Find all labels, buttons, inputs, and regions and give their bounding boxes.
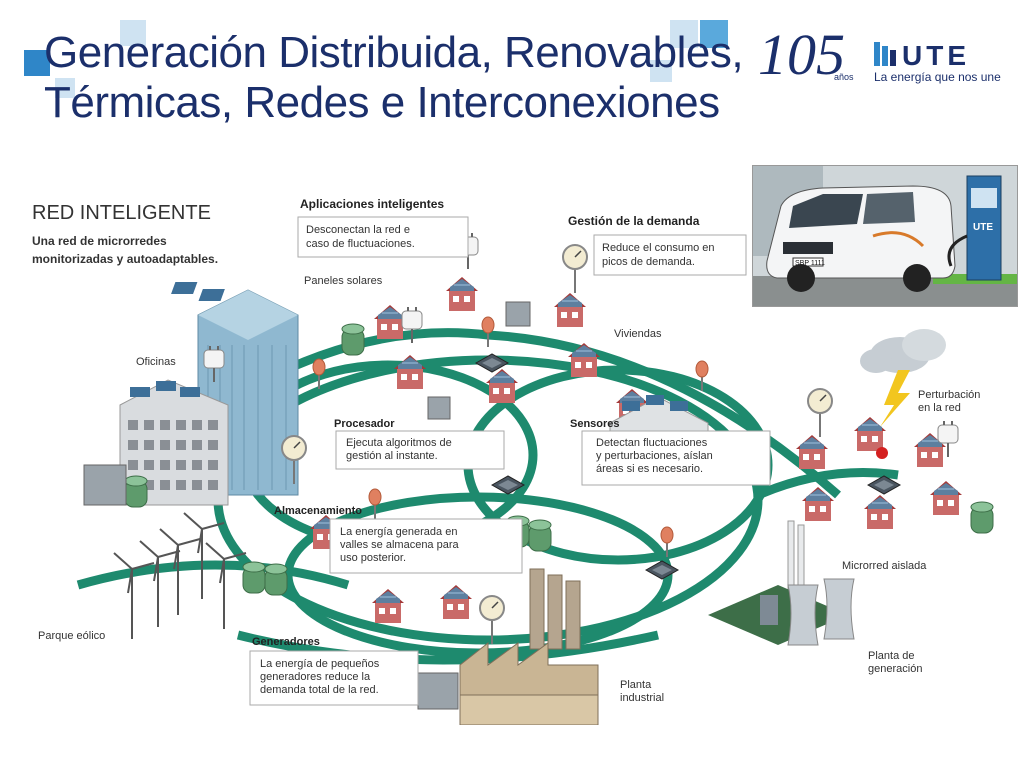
callout-gestion: Gestión de la demanda Reduce el consumo …: [568, 214, 747, 276]
callout-text: gestión al instante.: [346, 450, 438, 462]
callout-text: generadores reduce la: [260, 671, 371, 683]
label-parque: Parque eólico: [38, 630, 105, 642]
battery-box: [505, 301, 531, 327]
label-oficinas: Oficinas: [136, 356, 176, 368]
label-viviendas: Viviendas: [614, 328, 662, 340]
decorative-square: [700, 20, 728, 48]
station-logo-text: UTE: [973, 222, 993, 233]
callout-text: y perturbaciones, aíslan: [596, 450, 713, 462]
generation-plant-illustration: [708, 520, 855, 646]
ute-tagline: La energía que nos une: [874, 70, 1001, 84]
title-line-1: Generación Distribuida, Renovables,: [44, 28, 744, 77]
decorative-square: [670, 20, 698, 48]
storm-cloud-illustration: [860, 329, 946, 427]
decorative-square: [55, 78, 75, 98]
callout-almacenamiento: Almacenamiento La energía generada en va…: [274, 505, 523, 574]
smart-grid-diagram: RED INTELIGENTE Una red de microrredes m…: [32, 197, 994, 725]
callout-aplicaciones: Aplicaciones inteligentes Desconectan la…: [297, 197, 469, 258]
callout-text: Ejecuta algoritmos de: [346, 437, 452, 449]
decorative-square: [24, 50, 50, 76]
callout-text: La energía de pequeños: [260, 658, 380, 670]
generator-box: [417, 672, 459, 710]
callout-header: Gestión de la demanda: [568, 214, 700, 228]
battery-box: [427, 396, 451, 420]
industrial-plant-illustration: [459, 568, 599, 725]
diagram-subtitle-1: Una red de microrredes: [32, 234, 167, 248]
slide-title: Generación Distribuida, Renovables, Térm…: [44, 28, 864, 128]
callout-text: Reduce el consumo en: [602, 242, 715, 254]
callout-text: áreas si es necesario.: [596, 463, 703, 475]
label-planta-industrial-2: industrial: [620, 692, 664, 704]
ute-logo: UTE: [874, 40, 970, 68]
decorative-square: [650, 60, 672, 82]
label-perturbacion-1: Perturbación: [918, 389, 980, 401]
callout-header: Generadores: [252, 636, 320, 648]
electric-van-illustration: SBP 1111 UTE: [753, 166, 1017, 306]
callout-header: Almacenamiento: [274, 505, 362, 517]
label-planta-industrial-1: Planta: [620, 679, 652, 691]
callout-header: Procesador: [334, 418, 395, 430]
callout-text: caso de fluctuaciones.: [306, 238, 415, 250]
diagram-subtitle-2: monitorizadas y autoadaptables.: [32, 252, 218, 266]
label-microrred: Microrred aislada: [842, 560, 927, 572]
callout-text: picos de demanda.: [602, 256, 695, 268]
callout-text: Desconectan la red e: [306, 224, 410, 236]
anniversary-logo: 105: [758, 22, 845, 87]
red-sensor-light: [876, 447, 888, 459]
label-planta-generacion-1: Planta de: [868, 650, 914, 662]
label-paneles: Paneles solares: [304, 275, 383, 287]
title-line-2: Térmicas, Redes e Interconexiones: [44, 78, 720, 127]
callout-header: Aplicaciones inteligentes: [300, 197, 444, 211]
anniversary-logo-suffix: años: [834, 72, 854, 82]
label-perturbacion-2: en la red: [918, 402, 961, 414]
callout-header: Sensores: [570, 418, 620, 430]
callout-procesador: Procesador Ejecuta algoritmos de gestión…: [334, 418, 505, 470]
van-plate: SBP 1111: [795, 260, 825, 267]
decorative-square: [120, 20, 146, 46]
label-planta-generacion-2: generación: [868, 663, 922, 675]
callout-text: Detectan fluctuaciones: [596, 437, 708, 449]
generator-box: [83, 464, 127, 506]
callout-text: valles se almacena para: [340, 539, 460, 551]
electric-van-photo: SBP 1111 UTE: [752, 165, 1018, 307]
callout-text: La energía generada en: [340, 526, 457, 538]
diagram-title: RED INTELIGENTE: [32, 202, 211, 224]
callout-sensores: Sensores Detectan fluctuaciones y pertur…: [570, 418, 771, 486]
callout-generadores: Generadores La energía de pequeños gener…: [249, 636, 419, 706]
ute-logo-text: UTE: [902, 40, 970, 68]
callout-text: uso posterior.: [340, 552, 406, 564]
callout-text: demanda total de la red.: [260, 684, 379, 696]
